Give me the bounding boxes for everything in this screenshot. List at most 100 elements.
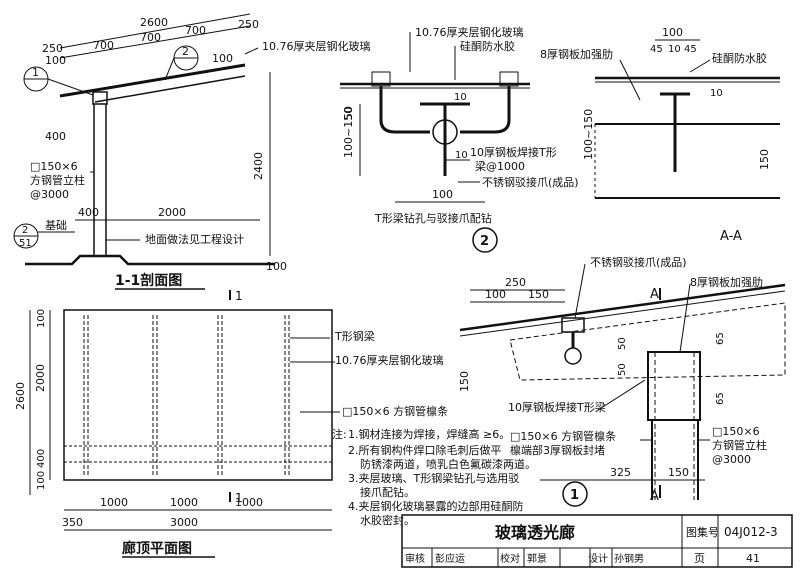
label-drill: T形梁钻孔与驳接爪配钻 [374,211,492,225]
section-mark-a-bottom: A [650,489,659,504]
note-3b: 接爪配钻。 [360,485,415,499]
review-label: 审核 [405,552,425,565]
label-glass: 10.76厚夹层钢化玻璃 [262,39,371,53]
dim-700-a: 700 [93,39,114,52]
dim-3000: 3000 [170,516,198,529]
dim-10-side: 10 [710,88,723,99]
label-ground: 地面做法见工程设计 [145,232,244,246]
dim-1000-b: 1000 [170,496,198,509]
dim-150: 150 [528,288,549,301]
callout-1: 1 [32,66,39,79]
dim-65-a: 65 [715,332,726,345]
label-column-line2: 方钢管立柱 [30,173,85,187]
label-claw: 不锈钢驳接爪(成品) [590,256,687,269]
dim-10: 10 [668,44,681,55]
dim-325: 325 [610,466,631,479]
dim-2400: 2400 [252,152,265,180]
title-block: 玻璃透光廊 图集号 04J012-3 页 41 审核 彭应运 校对 郭景 设计 … [401,514,793,568]
label-tbeam: 10厚钢板焊接T形梁 [508,400,606,414]
label-claw: 不锈钢驳接爪(成品) [482,176,579,189]
dim-45-b: 45 [684,44,697,55]
label-column-line3: @3000 [712,453,751,466]
plan-title: 廊顶平面图 [122,540,192,557]
label-rib: 8厚钢板加强肋 [690,275,763,289]
dim-50-a: 50 [617,337,628,350]
dim-150-bottom: 150 [668,466,689,479]
dim-700-b: 700 [140,31,161,44]
label-tbeam: T形钢梁 [334,329,375,343]
page-label: 页 [694,552,705,565]
detail-ref-sheet: 51 [19,238,32,249]
dim-400: 400 [36,449,47,468]
design-name: 孙钢男 [614,552,644,565]
section-mark-a-top: A [650,287,659,302]
dim-100-a: 100 [36,309,47,328]
detail-1-callout: 1 [570,488,579,503]
dim-400-left: 400 [45,130,66,143]
dim-100: 100 [485,288,506,301]
section-view: 2600 250 700 700 700 100 250 100 400 240… [13,13,371,290]
label-column-line3: @3000 [30,188,69,201]
dim-50: 50 [342,106,355,120]
label-purlin: □150×6 方钢管檩条 [342,404,448,418]
dim-100-150: 100~150 [342,107,355,158]
dim-400-bottom: 400 [78,206,99,219]
label-sealant: 硅酮防水胶 [712,51,767,65]
label-glass: 10.76厚夹层钢化玻璃 [335,353,444,367]
label-glass: 10.76厚夹层钢化玻璃 [415,25,524,39]
dim-2000-bottom: 2000 [158,206,186,219]
plan-view: 1 1 T形钢梁 10.76厚夹层钢化玻璃 □150×6 方钢管檩条 100 2… [14,289,448,558]
dim-10-b: 10 [455,150,468,161]
dim-2000: 2000 [34,364,47,392]
dim-350: 350 [62,516,83,529]
dim-1000-a: 1000 [100,496,128,509]
atlas-label: 图集号 [686,525,719,539]
label-sealant: 硅酮防水胶 [460,39,515,53]
callout-2: 2 [182,45,189,58]
note-1: 1.钢材连接为焊接，焊缝高 ≥6。 [348,427,510,441]
dim-100-b: 100 [36,471,47,490]
detail-2: 50 100~150 10 10 100 10.76厚夹层钢化玻璃 硅酮防水胶 … [340,25,579,253]
design-label: 设计 [588,552,608,565]
dim-250-left: 250 [42,42,63,55]
detail-1: A A 250 100 150 50 150 50 65 65 325 150 … [458,256,786,507]
dim-2600: 2600 [14,382,27,410]
check-label: 校对 [500,552,520,565]
dim-100-top: 100 [662,26,683,39]
label-purlin-line1: □150×6 方钢管檩条 [510,429,616,443]
note-4: 4.夹层钢化玻璃暴露的边部用硅酮防 [348,499,524,513]
detail-2-callout: 2 [480,234,489,249]
dim-65-b: 65 [715,392,726,405]
dim-100-150: 100~150 [582,109,595,160]
dim-150-side: 150 [458,371,471,392]
label-foundation: 基础 [45,219,67,232]
detail-ref-num: 2 [22,225,28,236]
dim-100-left: 100 [45,54,66,67]
dim-2600: 2600 [140,16,168,29]
note-2b: 防锈漆两道，喷乳白色氟碳漆两道。 [360,457,536,471]
dim-100-base: 100 [266,260,287,273]
dim-100: 100 [432,188,453,201]
label-column-line1: □150×6 [712,425,760,438]
label-tbeam-line1: 10厚钢板焊接T形 [470,145,557,159]
dim-45-a: 45 [650,44,663,55]
label-rib: 8厚钢板加强肋 [540,47,613,61]
section-title: 1-1剖面图 [115,272,182,289]
atlas-number: 04J012-3 [724,525,778,539]
section-mark-top: 1 [235,289,243,303]
label-column-line2: 方钢管立柱 [712,438,767,452]
dim-50-b: 50 [617,363,628,376]
dim-1000-c: 1000 [235,496,263,509]
section-aa-title: A-A [720,229,742,244]
dim-700-c: 700 [185,24,206,37]
label-purlin-line2: 檩端部3厚钢板封堵 [510,443,605,457]
page-number: 41 [746,552,760,565]
dim-100-top: 100 [212,52,233,65]
review-name: 彭应运 [435,552,465,565]
note-3: 3.夹层玻璃、T形钢梁钻孔与选用驳 [348,471,519,485]
section-aa: 100 45 10 45 10 100~150 150 8厚钢板加强肋 硅酮防水… [540,26,780,244]
label-column-line1: □150×6 [30,160,78,173]
note-2: 2.所有钢构件焊口除毛刺后做平 [348,443,502,457]
label-tbeam-line2: 梁@1000 [475,159,525,173]
notes: 注: 1.钢材连接为焊接，焊缝高 ≥6。 2.所有钢构件焊口除毛刺后做平 防锈漆… [332,427,536,527]
